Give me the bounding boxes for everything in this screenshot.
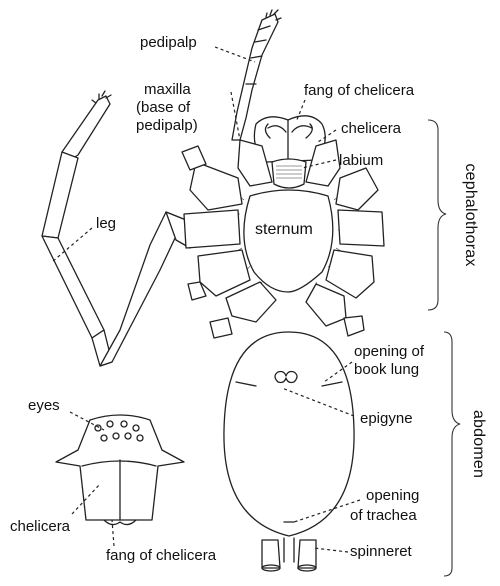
maxilla-label-line1: maxilla <box>144 81 191 98</box>
pedipalp-label: pedipalp <box>140 34 197 51</box>
maxilla-label-line2: (base of <box>136 99 191 116</box>
spinneret-label: spinneret <box>350 543 413 560</box>
cephalothorax-drawing <box>181 115 385 339</box>
eyes-label: eyes <box>28 397 60 414</box>
opening-trachea-label-line1: opening <box>366 487 419 504</box>
fang-of-chelicera-bottom-label: fang of chelicera <box>106 547 217 564</box>
leg-drawing <box>41 90 197 367</box>
abdomen-label: abdomen <box>470 410 487 478</box>
chelicera-bottom-label: chelicera <box>10 518 71 535</box>
opening-book-lung-label-line1: opening of <box>354 343 425 360</box>
fang-of-chelicera-top-label: fang of chelicera <box>304 82 415 99</box>
leg-label: leg <box>96 215 116 232</box>
head-front-view-drawing <box>55 414 185 526</box>
abdomen-drawing <box>223 331 355 572</box>
opening-book-lung-label-line2: book lung <box>354 361 419 378</box>
sternum-label: sternum <box>255 221 313 238</box>
pedipalp-drawing <box>231 9 282 141</box>
opening-trachea-label-line2: of trachea <box>350 507 417 524</box>
cephalothorax-label: cephalothorax <box>462 163 479 266</box>
epigyne-label: epigyne <box>360 410 413 427</box>
leader-lines <box>51 46 361 553</box>
labium-label: labium <box>339 152 383 169</box>
abdomen-bracket <box>443 331 461 577</box>
maxilla-label-line3: pedipalp) <box>136 117 198 134</box>
chelicera-top-label: chelicera <box>341 120 402 137</box>
cephalothorax-bracket <box>427 119 447 311</box>
